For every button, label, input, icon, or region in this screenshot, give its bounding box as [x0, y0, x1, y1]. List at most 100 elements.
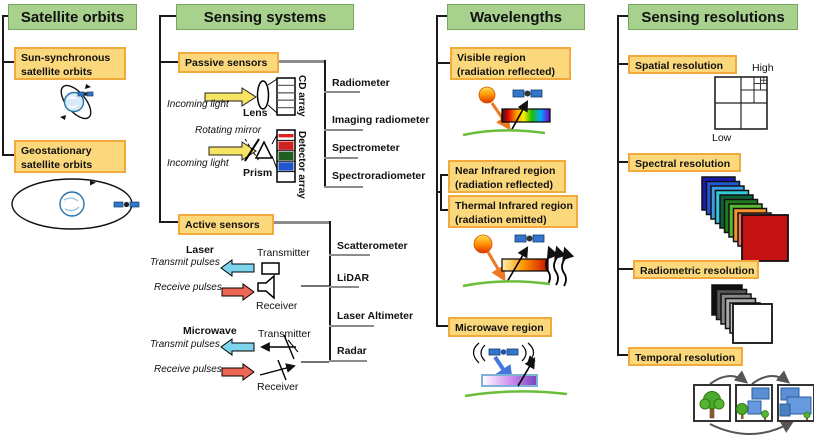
incoming-light-label-top: Incoming light — [167, 99, 229, 110]
active-sensors-box: Active sensors — [178, 214, 274, 235]
geostationary-line2: satellite orbits — [21, 158, 93, 171]
wavelengths-tree-line — [436, 15, 438, 327]
wavelengths-stub-microwave — [436, 325, 449, 327]
satellite-icon — [488, 348, 519, 356]
sensing-resolutions-title: Sensing resolutions — [641, 8, 785, 26]
ground-icon — [464, 390, 568, 398]
sun-synchronous-box: Sun-synchronous satellite orbits — [14, 47, 126, 80]
detector-array-icon — [276, 129, 296, 183]
output-lidar: LiDAR — [337, 272, 370, 284]
ccd-array-label: CD array — [296, 75, 307, 117]
ground-icon — [462, 129, 546, 137]
lens-label: Lens — [243, 107, 268, 119]
radiometric-resolution-box: Radiometric resolution — [633, 260, 759, 279]
microwave-receiver-icon — [259, 359, 296, 381]
microwave-transmit-label: Transmit pulses — [150, 339, 220, 350]
near-infrared-box: Near Infrared region (radiation reflecte… — [448, 160, 566, 193]
laser-title: Laser — [186, 244, 215, 256]
detector-array-label: Detector array — [296, 131, 307, 199]
laser-transmitter-icon — [261, 262, 280, 275]
ground-icon — [462, 280, 551, 288]
satellite-icon — [113, 201, 140, 208]
orbits-stub-sunsync — [2, 61, 14, 63]
resolutions-tree-line — [617, 15, 619, 356]
scene-t1 — [693, 384, 731, 422]
geostationary-box: Geostationary satellite orbits — [14, 140, 126, 173]
microwave-sensor-illustration — [220, 334, 329, 381]
laser-sensor-illustration — [220, 259, 329, 301]
wavelengths-stub-header — [436, 15, 448, 17]
orbits-stub-geo — [2, 154, 14, 156]
incoming-light-label-bottom: Incoming light — [167, 158, 229, 169]
microwave-region-box: Microwave region — [448, 317, 552, 337]
laser-receive-label: Receive pulses — [154, 282, 222, 293]
spatial-high-label: High — [752, 62, 774, 74]
change-arrow-icon — [709, 370, 749, 385]
output-radar: Radar — [337, 345, 367, 357]
microwave-bar-icon — [481, 374, 538, 387]
temporal-resolution-box: Temporal resolution — [628, 347, 743, 366]
rotating-mirror-icon — [244, 138, 260, 162]
receive-pulse-arrow-icon — [221, 363, 255, 381]
laser-altimeter-underline — [329, 325, 374, 327]
wavelengths-stub-nir — [440, 174, 449, 176]
satellite-icon — [514, 234, 545, 243]
resolutions-stub-header — [617, 15, 629, 17]
visible-region-line1: Visible region — [457, 52, 526, 64]
wavelengths-stub-tir — [440, 209, 449, 211]
orbits-tree-line — [2, 15, 4, 156]
passive-sensors-box: Passive sensors — [178, 52, 279, 73]
microwave-transmitter-icon — [260, 334, 299, 360]
scene-t2 — [735, 384, 773, 422]
rotating-mirror-label: Rotating mirror — [195, 125, 262, 136]
infrared-illustration — [462, 234, 575, 288]
imaging-radiometer-underline — [324, 129, 363, 131]
sensing-resolutions-header: Sensing resolutions — [628, 4, 798, 30]
systems-stub-passive — [159, 61, 179, 63]
active-sensors-label: Active sensors — [185, 219, 260, 231]
sun-synchronous-line2: satellite orbits — [21, 65, 93, 78]
spatial-resolution-icon — [714, 76, 768, 130]
visible-region-box: Visible region (radiation reflected) — [450, 47, 571, 80]
spatial-resolution-label: Spatial resolution — [635, 60, 724, 72]
near-infrared-line2: (radiation reflected) — [455, 178, 554, 191]
laser-transmitter-label: Transmitter — [257, 247, 310, 259]
microwave-transmitter-label: Transmitter — [258, 328, 311, 340]
laser-receiver-label: Receiver — [256, 300, 298, 312]
spectral-resolution-icon — [701, 176, 789, 262]
scene-t3 — [777, 384, 814, 422]
laser-transmit-label: Transmit pulses — [150, 257, 220, 268]
radiometric-resolution-label: Radiometric resolution — [640, 265, 755, 277]
spectral-resolution-box: Spectral resolution — [628, 153, 741, 172]
spectral-resolution-label: Spectral resolution — [635, 158, 731, 170]
prism-label: Prism — [243, 167, 273, 179]
systems-tree-line — [159, 15, 161, 223]
systems-stub-header — [159, 15, 177, 17]
spatial-low-label: Low — [712, 132, 732, 144]
sun-synchronous-line1: Sun-synchronous — [21, 52, 111, 64]
radiometer-underline — [324, 91, 360, 93]
thermal-infrared-box: Thermal Infrared region (radiation emitt… — [448, 195, 578, 228]
orbits-stub-header — [2, 15, 9, 17]
lidar-underline — [329, 286, 359, 288]
infrared-bracket — [440, 174, 442, 211]
resolutions-stub-temporal — [617, 354, 629, 356]
satellite-icon — [77, 91, 94, 97]
wavelengths-stub-visible — [436, 62, 451, 64]
microwave-receive-label: Receive pulses — [154, 364, 222, 375]
sun-icon — [478, 86, 496, 104]
geostationary-line1: Geostationary — [21, 145, 92, 157]
ir-gradient-bar-icon — [501, 258, 549, 272]
resolutions-stub-spatial — [617, 63, 629, 65]
change-arrow-icon — [709, 420, 795, 435]
wavelengths-title: Wavelengths — [470, 8, 562, 26]
scatterometer-underline — [329, 254, 370, 256]
satellite-orbits-header: Satellite orbits — [8, 4, 137, 30]
near-infrared-line1: Near Infrared region — [455, 165, 556, 177]
emitted-radiation-icon — [545, 245, 575, 287]
laser-receiver-icon — [257, 274, 275, 300]
sun-icon — [473, 234, 493, 254]
resolutions-stub-spectral — [617, 161, 629, 163]
sensing-systems-title: Sensing systems — [203, 8, 327, 26]
